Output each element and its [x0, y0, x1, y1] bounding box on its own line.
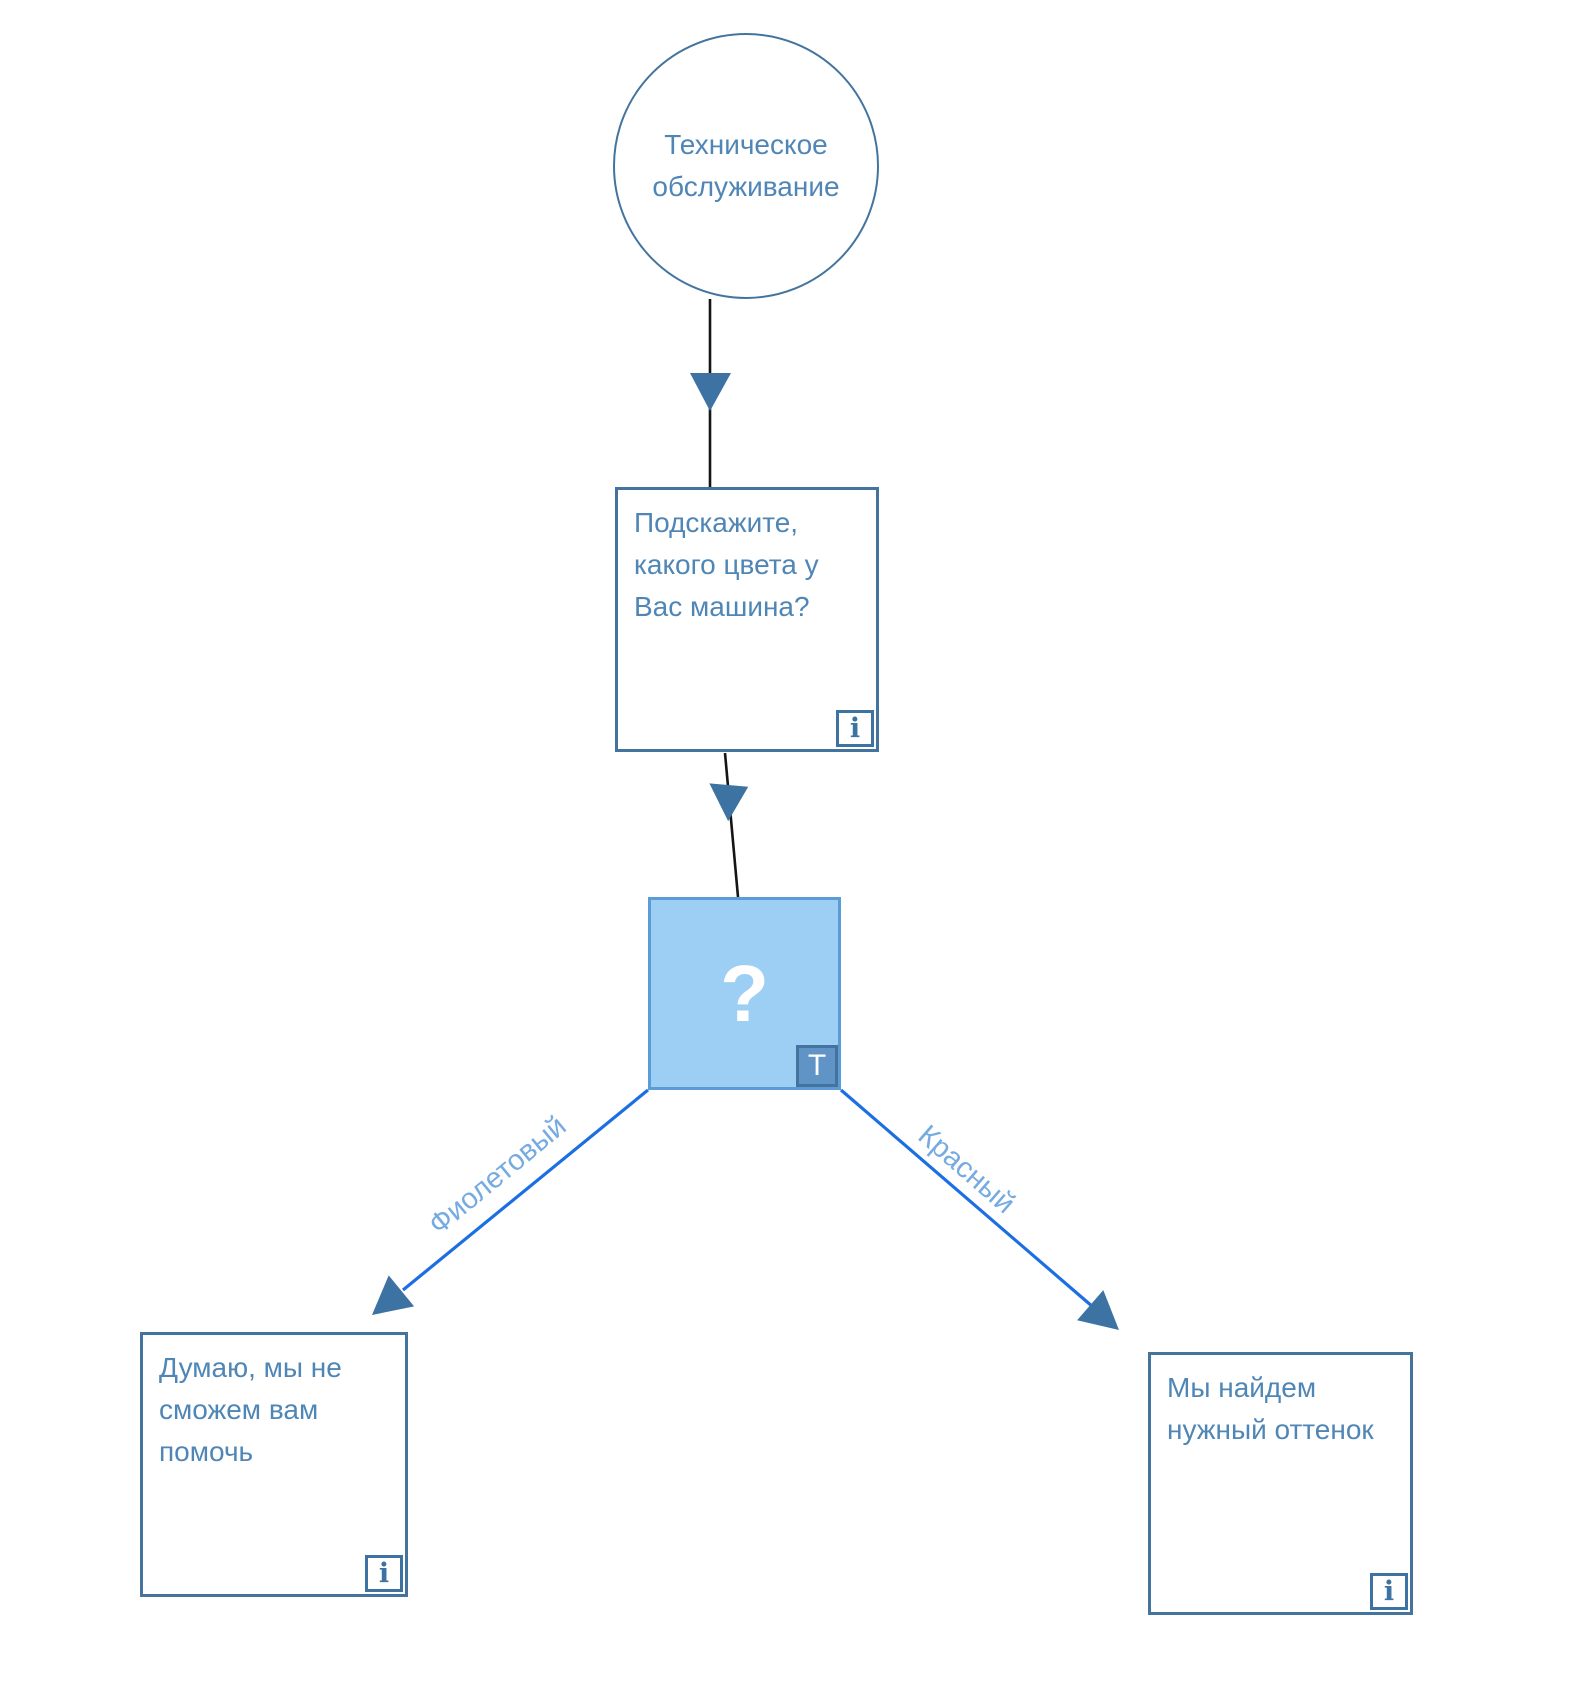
- node-question-message[interactable]: Подскажите, какого цвета у Вас машина? i: [615, 487, 879, 752]
- info-icon-glyph: i: [1383, 1576, 1395, 1607]
- question-message-text: Подскажите, какого цвета у Вас машина?: [634, 507, 819, 622]
- info-icon[interactable]: i: [1370, 1573, 1408, 1610]
- find-shade-message-text: Мы найдем нужный оттенок: [1167, 1372, 1374, 1445]
- node-condition[interactable]: ? T: [648, 897, 841, 1090]
- no-help-message-text: Думаю, мы не сможем вам помочь: [159, 1352, 342, 1467]
- info-icon-glyph: i: [849, 713, 861, 744]
- text-type-badge: T: [796, 1045, 838, 1087]
- start-label: Техническое обслуживание: [652, 129, 840, 202]
- node-find-shade-message[interactable]: Мы найдем нужный оттенок i: [1148, 1352, 1413, 1615]
- arrowhead-question-to-condition: [709, 783, 749, 822]
- info-icon[interactable]: i: [836, 710, 874, 747]
- arrowhead-violet: [372, 1275, 415, 1315]
- edge-condition-violet[interactable]: [401, 1088, 650, 1292]
- question-mark-icon: ?: [720, 948, 769, 1038]
- info-icon-glyph: i: [378, 1558, 390, 1589]
- info-icon[interactable]: i: [365, 1555, 403, 1592]
- node-start[interactable]: Техническое обслуживание: [613, 33, 879, 299]
- arrowhead-red: [1077, 1290, 1119, 1330]
- edge-condition-red[interactable]: [839, 1088, 1095, 1309]
- arrowhead-start-to-question: [690, 373, 731, 411]
- node-no-help-message[interactable]: Думаю, мы не сможем вам помочь i: [140, 1332, 408, 1597]
- text-type-badge-glyph: T: [807, 1049, 827, 1082]
- edge-question-to-condition[interactable]: [723, 752, 740, 898]
